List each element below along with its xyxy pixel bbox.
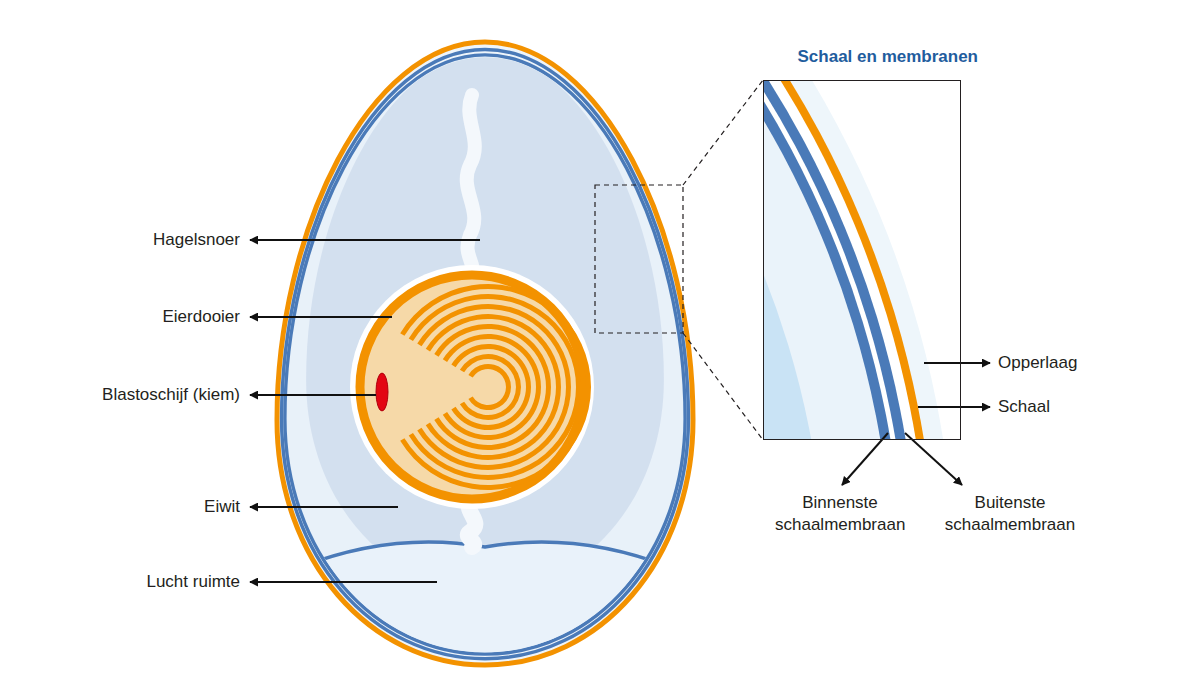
air-space [270,542,700,682]
cuticle-label: Opperlaag [998,352,1148,374]
yolk-label: Eierdooier [40,306,240,328]
outer-membrane-label: Buitenste schaalmembraan [940,492,1080,536]
leader-lines [250,240,990,582]
yolk-ring [434,324,551,450]
yolk-membrane [350,265,594,509]
albumen-label: Eiwit [40,496,240,518]
blastodisc [376,373,388,411]
yolk-ring [468,364,511,410]
air-space-membrane [270,542,700,580]
yolk-ring [443,334,541,440]
shell-label: Schaal [998,396,1148,418]
yolk-ring [460,354,521,420]
air-space-label: Lucht ruimte [40,571,240,593]
yolk-ring [426,314,561,460]
yolk-ring [409,294,581,480]
zoom-guide [683,80,763,185]
yolk-ring [400,284,591,490]
yolk-ring [417,304,571,470]
egg-white [306,54,664,590]
inner-membrane-label: Binnenste schaalmembraan [775,492,905,536]
blastodisc-label: Blastoschijf (kiem) [20,384,240,406]
yolk-ring [451,344,531,430]
inset-heading: Schaal en membranen [798,47,978,67]
shell-section [763,80,956,440]
inset-frame: Schaal en membranen [763,80,961,440]
chalaza-top [467,95,475,275]
zoom-box [595,185,683,333]
chalaza-label: Hagelsnoer [40,229,240,251]
zoom-guide [683,333,763,440]
